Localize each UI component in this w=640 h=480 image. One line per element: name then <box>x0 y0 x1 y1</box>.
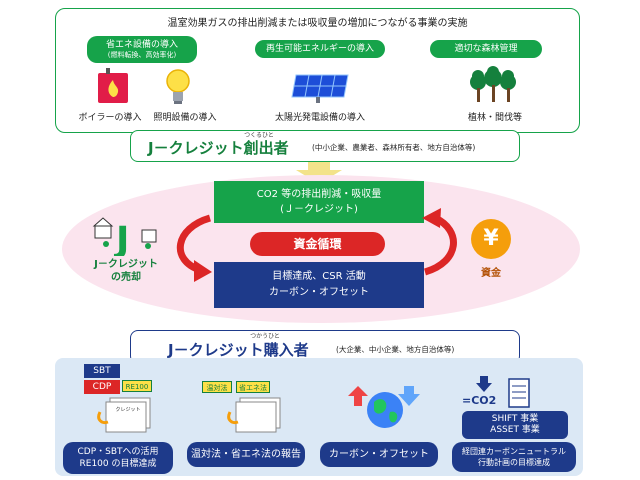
goal-line1: 目標達成、CSR 活動 <box>272 271 366 282</box>
goal-box: 目標達成、CSR 活動 カーボン・オフセット <box>214 262 424 308</box>
bottom-item-line1: カーボン・オフセット <box>329 449 429 460</box>
goal-line2: カーボン・オフセット <box>269 287 369 298</box>
yen-icon: ¥ <box>471 219 511 259</box>
item-label: 太陽光発電設備の導入 <box>274 113 365 123</box>
sell-line1: J－クレジット <box>94 259 158 270</box>
bottom-item-line2: 行動計画の目標達成 <box>478 458 550 467</box>
credit-line1: CO2 等の排出削減・吸収量 <box>256 189 382 200</box>
bottom-item-line2: RE100 の目標達成 <box>79 459 157 469</box>
boiler-icon <box>96 67 130 105</box>
buyer-title: J－クレジット購入者 <box>168 341 309 359</box>
buyer-sub: (大企業、中小企業、地方自治体等) <box>336 345 455 354</box>
ondaiho-badge: 温対法 <box>202 381 232 393</box>
credit-line2: (Ｊ－クレジット) <box>280 204 358 215</box>
shift-line1: SHIFT 事業 <box>491 414 539 424</box>
category-label: 省エネ設備の導入 <box>105 40 178 50</box>
lightbulb-icon <box>165 67 191 107</box>
creator-bar <box>130 130 520 162</box>
credit-doc-text: クレジット <box>115 407 141 413</box>
credit-box: CO2 等の排出削減・吸収量 (Ｊ－クレジット) <box>214 181 424 223</box>
item-label: 植林・間伐等 <box>467 113 522 123</box>
bottom-item-line1: CDP・SBTへの活用 <box>77 447 159 457</box>
category-energy-saving: 省エネ設備の導入 (燃料転換、高効率化) <box>87 36 197 63</box>
building-icon <box>508 378 530 408</box>
left-curve-arrow-icon <box>176 214 212 274</box>
bottom-item-offset: カーボン・オフセット <box>320 442 438 467</box>
bottom-item-keidanren: 経団連カーボンニュートラル 行動計画の目標達成 <box>452 442 576 472</box>
sell-line2: の売却 <box>111 272 141 283</box>
funds-label: 資金 <box>481 268 501 279</box>
category-forest: 適切な森林管理 <box>430 40 542 58</box>
shift-asset-tag: SHIFT 事業 ASSET 事業 <box>462 411 568 439</box>
co2-text: =CO2 <box>462 394 497 407</box>
shoene-badge: 省エネ法 <box>236 381 270 393</box>
creator-sub: (中小企業、農業者、森林所有者、地方自治体等) <box>312 143 476 152</box>
category-renewable: 再生可能エネルギーの導入 <box>255 40 385 58</box>
trees-icon <box>468 66 518 106</box>
shift-line2: ASSET 事業 <box>490 425 540 435</box>
category-label: 適切な森林管理 <box>454 44 518 54</box>
cycle-arrows <box>176 208 457 282</box>
left-arrowhead <box>194 260 212 282</box>
report-document-icon <box>226 396 286 434</box>
right-curve-arrow-icon <box>423 214 457 276</box>
cdp-badge: CDP <box>84 380 120 394</box>
sbt-badge: SBT <box>84 364 120 378</box>
category-label: 再生可能エネルギーの導入 <box>265 44 374 54</box>
document-icon <box>96 394 156 434</box>
svg-text:J: J <box>113 220 129 256</box>
bottom-item-report: 温対法・省エネ法の報告 <box>187 442 305 467</box>
item-label: ボイラーの導入 <box>78 113 142 123</box>
creator-title: J－クレジット創出者 <box>148 139 289 157</box>
buyer-ruby: つかうひと <box>250 333 280 340</box>
down-arrow-blue-icon <box>476 376 492 392</box>
re100-badge: RE100 <box>122 380 152 392</box>
sell-label: J－クレジット の売却 <box>86 258 166 284</box>
down-arrow-icon <box>296 162 342 184</box>
solar-panel-icon <box>290 73 350 103</box>
bottom-item-line1: 経団連カーボンニュートラル <box>462 447 566 456</box>
category-sub: (燃料転換、高効率化) <box>107 51 177 59</box>
bottom-item-line1: 温対法・省エネ法の報告 <box>191 449 301 460</box>
globe-icon <box>340 382 430 432</box>
cycle-badge: 資金循環 <box>250 232 385 256</box>
top-section-title: 温室効果ガスの排出削減または吸収量の増加につながる事業の実施 <box>167 18 468 29</box>
item-label: 照明設備の導入 <box>153 113 217 123</box>
j-credit-icon: J <box>92 212 162 261</box>
bottom-item-cdp: CDP・SBTへの活用 RE100 の目標達成 <box>63 442 173 474</box>
creator-ruby: つくるひと <box>244 132 274 139</box>
right-arrowhead <box>422 208 441 228</box>
